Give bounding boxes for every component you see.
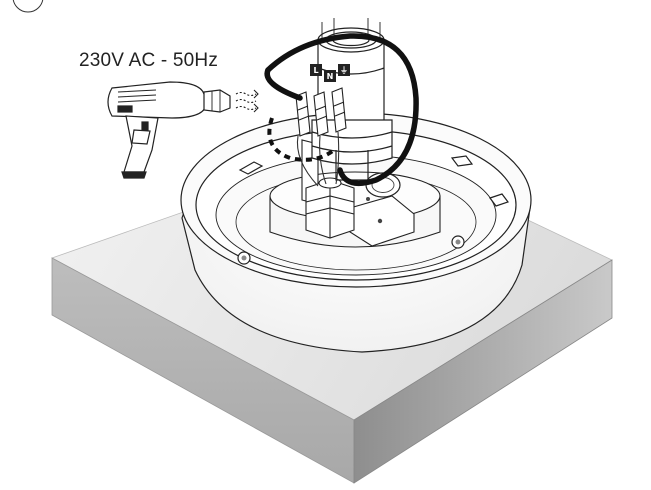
tag-neutral-label: N xyxy=(327,72,334,81)
supply-voltage-label: 230V AC - 50Hz xyxy=(79,50,219,71)
terminal-tags: L N ⏚ xyxy=(310,64,350,82)
rim-clip-right xyxy=(450,155,474,167)
connector-earth xyxy=(331,87,347,133)
supply-cable-end xyxy=(264,67,303,101)
supply-cable xyxy=(265,33,419,187)
rim-clip-left xyxy=(238,161,264,175)
screw-hole-left-inner xyxy=(241,255,247,261)
connector-neutral xyxy=(313,91,329,137)
conductor-wires xyxy=(296,131,340,187)
hot-air-icon xyxy=(235,89,259,113)
cable-gland xyxy=(305,177,355,239)
step-marker-circle xyxy=(12,0,44,13)
slab-right-face xyxy=(353,259,613,484)
tag-neutral xyxy=(324,70,336,82)
pedestal-hole xyxy=(366,197,370,201)
tag-live-label: L xyxy=(313,66,318,75)
connector-live xyxy=(295,91,311,137)
mounting-plate-hole xyxy=(377,218,383,224)
tag-earth-label: ⏚ xyxy=(340,66,348,75)
heat-gun-icon xyxy=(107,81,231,179)
screw-hole-right-inner xyxy=(455,239,461,245)
heat-shrink-zone xyxy=(267,117,336,162)
tag-earth xyxy=(338,64,350,76)
tag-live xyxy=(310,64,322,76)
rim-clip-right-2 xyxy=(489,193,509,207)
terminal-connectors xyxy=(295,87,347,137)
